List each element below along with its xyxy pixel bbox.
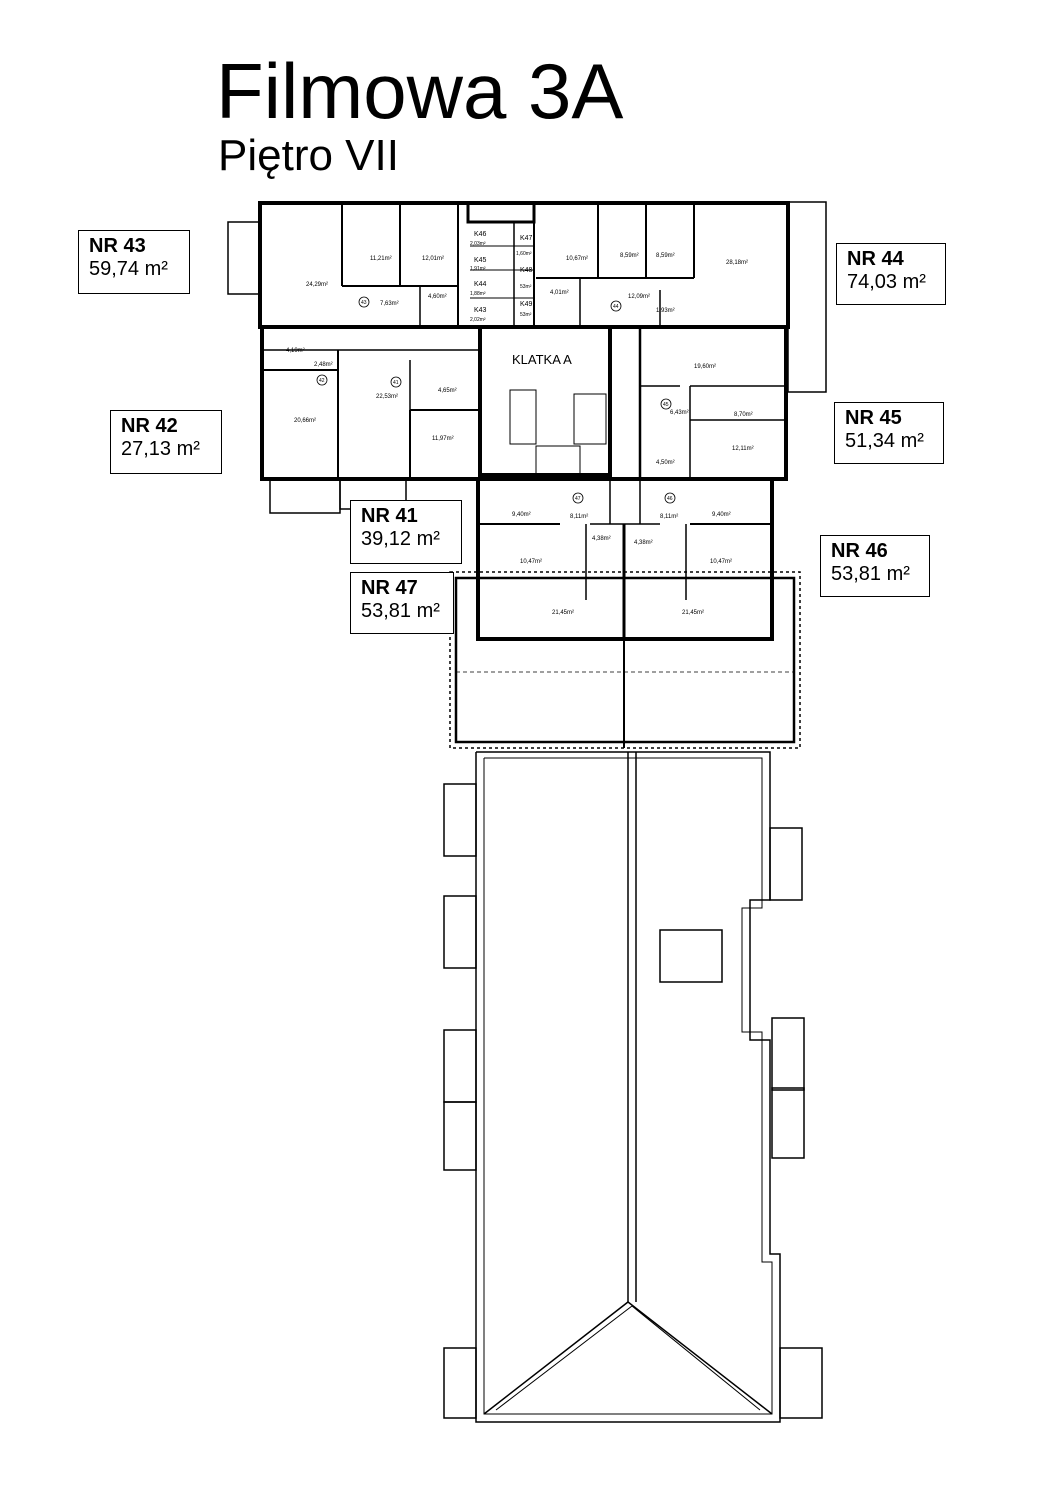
storage-label: K48 (520, 267, 533, 274)
room-area: 28,18m² (726, 260, 748, 266)
apartment-label-41: NR 41 39,12 m² (350, 500, 462, 564)
apartment-label-43: NR 43 59,74 m² (78, 230, 190, 294)
storage-area: 1,88m² (470, 291, 486, 297)
storage-label: K46 (474, 231, 487, 238)
apartment-label-46: NR 46 53,81 m² (820, 535, 930, 597)
room-area: 9,40m² (512, 512, 531, 518)
room-area: 4,19m² (286, 348, 305, 354)
room-area: 20,66m² (294, 418, 316, 424)
room-area: 21,45m² (552, 610, 574, 616)
storage-labels: K46 2,03m² K45 1,91m² K44 1,88m² K43 2,0… (470, 231, 533, 323)
room-area: 12,09m² (628, 294, 650, 300)
room-area: 4,60m² (428, 294, 447, 300)
room-area: 1,93m² (656, 308, 675, 314)
room-area: 11,21m² (370, 256, 392, 262)
storage-area: 2,03m² (470, 241, 486, 247)
room-area: 9,40m² (712, 512, 731, 518)
room-area: 19,60m² (694, 364, 716, 370)
room-area: 2,48m² (314, 362, 333, 368)
storage-area: 53m² (520, 312, 532, 318)
room-area: 4,38m² (592, 536, 611, 542)
interior-walls (262, 203, 786, 640)
room-area: 4,01m² (550, 290, 569, 296)
unit-marker: 43 (361, 300, 367, 306)
unit-marker: 44 (613, 304, 619, 310)
room-area: 22,53m² (376, 394, 398, 400)
room-area: 8,11m² (570, 514, 588, 520)
unit-marker: 41 (393, 380, 399, 386)
room-area: 10,67m² (566, 256, 588, 262)
room-area: 10,47m² (710, 559, 732, 565)
room-area: 6,43m² (670, 410, 689, 416)
unit-markers: 43 44 42 41 45 47 46 (316, 296, 676, 504)
room-area: 8,11m² (660, 514, 678, 520)
storage-label: K43 (474, 307, 487, 314)
apartment-label-42: NR 42 27,13 m² (110, 410, 222, 474)
building-title: Filmowa 3A (216, 47, 624, 135)
storage-area: 1,60m² (516, 251, 532, 257)
storage-area: 53m² (520, 284, 532, 290)
storage-label: K44 (474, 281, 487, 288)
room-area: 10,47m² (520, 559, 542, 565)
room-area: 4,38m² (634, 540, 653, 546)
room-area: 21,45m² (682, 610, 704, 616)
room-area-labels: 11,21m² 12,01m² 24,29m² 4,60m² 7,63m² 10… (286, 253, 754, 616)
storage-area: 1,91m² (470, 266, 486, 272)
room-area: 8,59m² (656, 253, 675, 259)
room-area: 4,65m² (438, 388, 457, 394)
unit-marker: 45 (663, 402, 669, 408)
room-area: 4,50m² (656, 460, 675, 466)
unit-marker: 42 (319, 378, 325, 384)
apartment-label-47: NR 47 53,81 m² (350, 572, 454, 634)
storage-label: K47 (520, 235, 533, 242)
apartment-label-45: NR 45 51,34 m² (834, 402, 944, 464)
staircase-label: KLATKA A (512, 352, 572, 367)
room-area: 8,70m² (734, 412, 753, 418)
storage-area: 2,02m² (470, 317, 486, 323)
room-area: 12,01m² (422, 256, 444, 262)
floor-subtitle: Piętro VII (218, 131, 399, 180)
apartment-label-44: NR 44 74,03 m² (836, 243, 946, 305)
room-area: 12,11m² (732, 446, 754, 452)
roof-block (443, 751, 823, 1423)
storage-label: K49 (520, 301, 533, 308)
unit-marker: 47 (575, 496, 581, 502)
storage-label: K45 (474, 257, 487, 264)
room-area: 7,63m² (380, 301, 399, 307)
room-area: 24,29m² (306, 282, 328, 288)
room-area: 8,59m² (620, 253, 639, 259)
room-area: 11,97m² (432, 436, 454, 442)
unit-marker: 46 (667, 496, 673, 502)
